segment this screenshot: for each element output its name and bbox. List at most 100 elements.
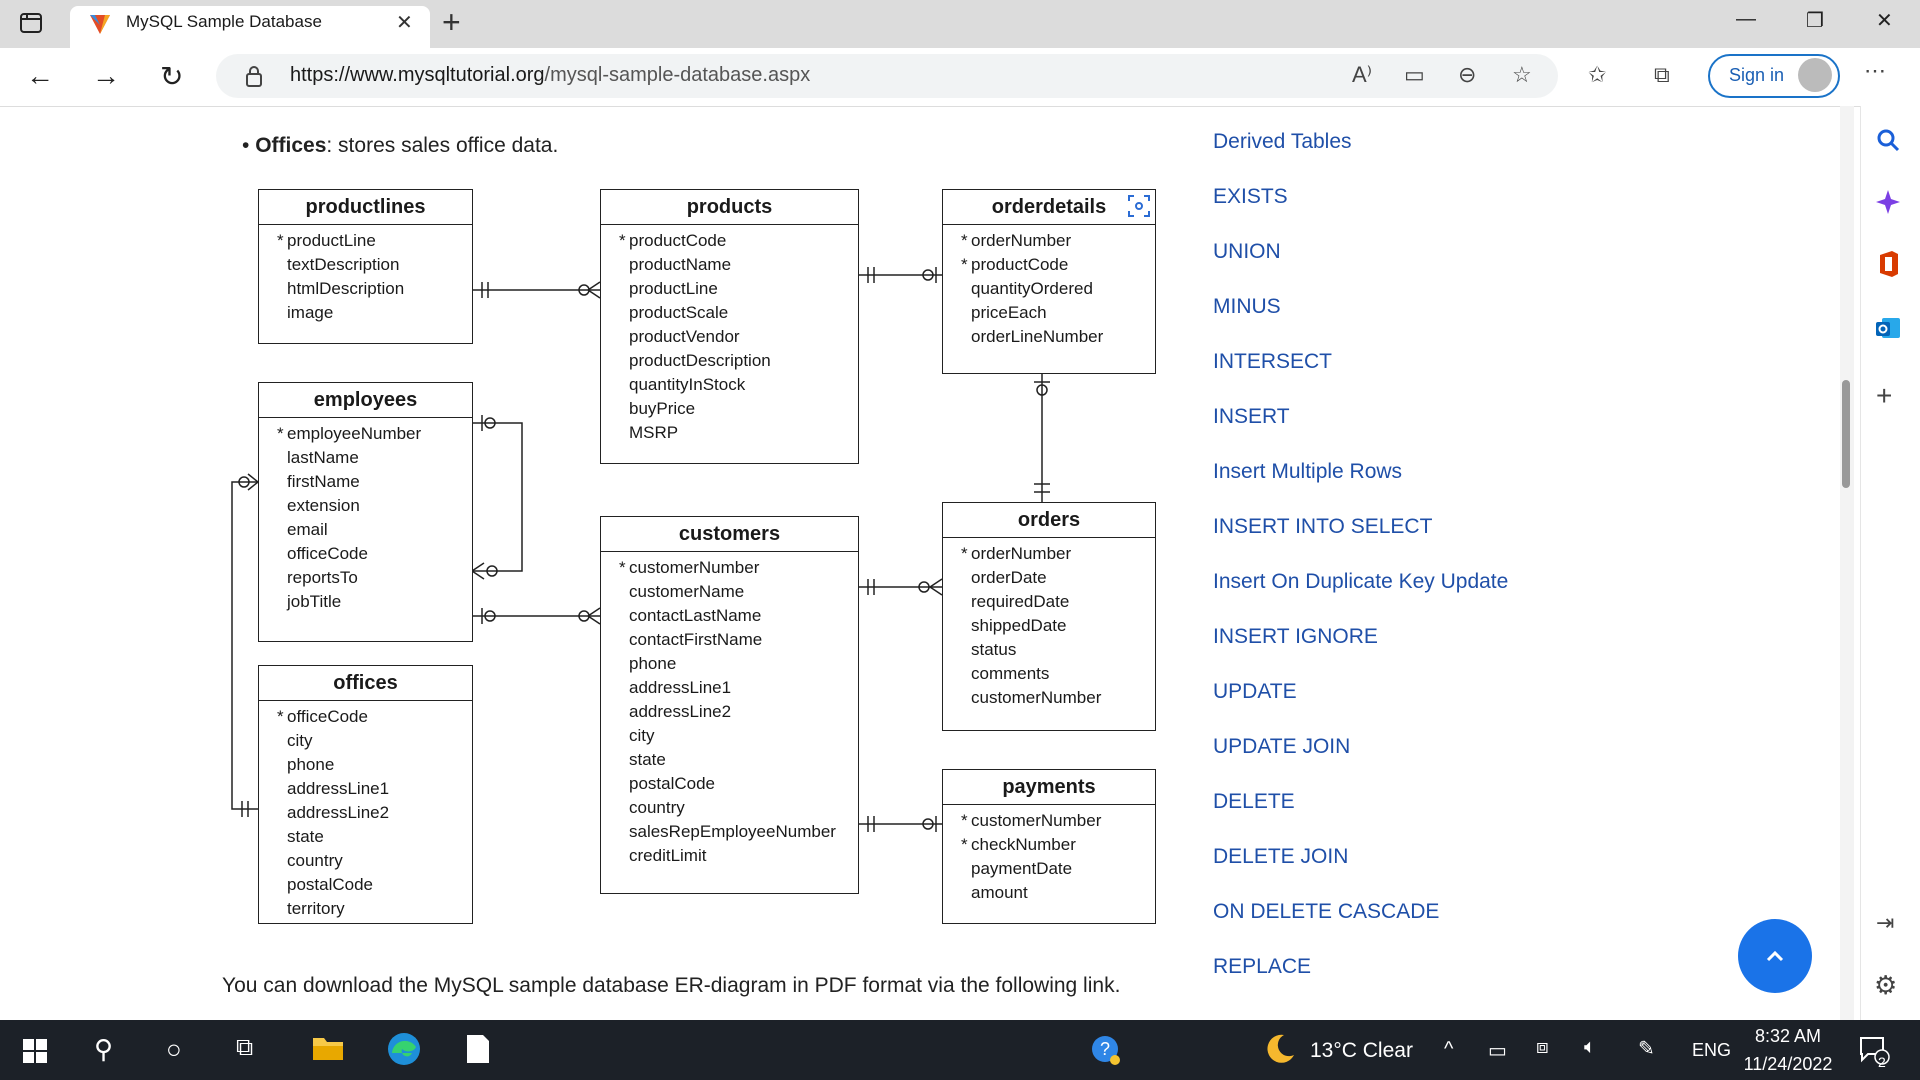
entity-field: reportsTo: [287, 568, 358, 587]
collections-icon[interactable]: ⧉: [1654, 62, 1670, 87]
entity-offices: offices officeCodecityphoneaddressLine1a…: [258, 665, 473, 924]
entity-field: image: [287, 303, 334, 322]
sign-in-button[interactable]: [1708, 54, 1840, 98]
sidebar-link[interactable]: EXISTS: [1213, 185, 1288, 208]
sign-in-label: Sign in: [1729, 65, 1785, 85]
entity-field: productVendor: [629, 327, 740, 346]
restore-icon[interactable]: ❐: [1806, 10, 1824, 32]
tab-actions-icon[interactable]: [18, 10, 50, 38]
notepad-icon[interactable]: [466, 1034, 490, 1069]
sidebar-link[interactable]: Derived Tables: [1213, 130, 1352, 153]
weather-moon-icon[interactable]: [1262, 1032, 1296, 1071]
avatar[interactable]: [1798, 58, 1832, 92]
entity-field: comments: [971, 664, 1050, 683]
cortana-icon[interactable]: ○: [166, 1034, 182, 1064]
file-explorer-icon[interactable]: [312, 1034, 344, 1067]
network-icon[interactable]: ⧈: [1536, 1036, 1549, 1058]
page-scrollbar[interactable]: [1840, 106, 1854, 1020]
entity-field: status: [971, 640, 1017, 659]
outlook-icon[interactable]: [1874, 314, 1902, 347]
entity-field: email: [287, 520, 328, 539]
hide-sidebar-icon[interactable]: ⇥: [1876, 910, 1895, 935]
forward-icon[interactable]: →: [92, 60, 120, 91]
minimize-icon[interactable]: —: [1736, 8, 1756, 30]
entity-field: productDescription: [629, 351, 771, 370]
entity-field: territory: [287, 899, 345, 918]
edge-sidebar: [1860, 106, 1920, 1020]
entity-orders: orders orderNumberorderDaterequiredDates…: [942, 502, 1156, 731]
entity-field: officeCode: [287, 544, 368, 563]
url-path: /mysql-sample-database.aspx: [544, 64, 811, 86]
weather-text[interactable]: 13°C Clear: [1310, 1039, 1413, 1062]
entity-field: phone: [287, 755, 335, 774]
pen-icon[interactable]: ✎: [1638, 1038, 1655, 1060]
entity-field: employeeNumber: [259, 422, 472, 446]
sidebar-link[interactable]: MINUS: [1213, 295, 1281, 318]
zoom-out-icon[interactable]: ⊖: [1458, 62, 1477, 87]
sidebar-link[interactable]: DELETE: [1213, 790, 1295, 813]
sidebar-link[interactable]: INSERT: [1213, 405, 1290, 428]
edge-taskbar-icon[interactable]: [386, 1031, 422, 1072]
back-icon[interactable]: ←: [26, 60, 54, 91]
tab-close-icon[interactable]: ✕: [396, 12, 413, 34]
entity-field: quantityOrdered: [971, 279, 1093, 298]
entity-field: contactFirstName: [629, 630, 763, 649]
download-paragraph: You can download the MySQL sample databa…: [222, 974, 1121, 997]
copilot-sparkle-icon[interactable]: [1874, 188, 1902, 221]
sidebar-link[interactable]: INSERT INTO SELECT: [1213, 515, 1433, 538]
volume-icon[interactable]: 🔈︎: [1584, 1036, 1596, 1058]
url-text[interactable]: https://www.mysqltutorial.org/mysql-samp…: [290, 64, 810, 87]
sidebar-link[interactable]: DELETE JOIN: [1213, 845, 1349, 868]
mysqltutorial-favicon-icon: [88, 12, 112, 36]
help-icon[interactable]: ?: [1090, 1034, 1122, 1071]
clock-time[interactable]: 8:32 AM: [1754, 1026, 1822, 1046]
refresh-icon[interactable]: ↻: [160, 61, 184, 92]
search-icon[interactable]: [1874, 126, 1902, 159]
sidebar-link[interactable]: INTERSECT: [1213, 350, 1333, 373]
entity-field: salesRepEmployeeNumber: [629, 822, 836, 841]
battery-icon[interactable]: ▭: [1488, 1040, 1507, 1062]
visual-search-icon[interactable]: [1127, 194, 1151, 223]
scrollbar-thumb[interactable]: [1842, 380, 1850, 488]
entity-fields: officeCodecityphoneaddressLine1addressLi…: [259, 701, 472, 921]
sidebar-link[interactable]: UNION: [1213, 240, 1281, 263]
notifications-icon[interactable]: [1858, 1034, 1890, 1071]
add-sidebar-app-icon[interactable]: +: [1876, 380, 1893, 411]
windows-start-icon[interactable]: [22, 1038, 48, 1069]
add-favorite-icon[interactable]: ☆: [1512, 62, 1532, 87]
sidebar-link[interactable]: ON DELETE CASCADE: [1213, 900, 1440, 923]
close-window-icon[interactable]: ✕: [1876, 10, 1893, 32]
read-aloud-icon[interactable]: A⁾: [1352, 62, 1373, 87]
office-icon[interactable]: [1876, 250, 1900, 283]
sidebar-link[interactable]: REPLACE: [1213, 955, 1312, 978]
entity-field: country: [287, 851, 343, 870]
show-hidden-icons-icon[interactable]: ^: [1444, 1038, 1454, 1060]
entity-title: orders: [943, 503, 1155, 538]
clock-date[interactable]: 11/24/2022: [1743, 1054, 1833, 1074]
entity-orderdetails: orderdetails orderNumberproductCodequant…: [942, 189, 1156, 374]
entity-field: addressLine2: [629, 702, 732, 721]
sidebar-link[interactable]: Insert On Duplicate Key Update: [1213, 570, 1509, 593]
immersive-reader-icon[interactable]: ▭: [1404, 62, 1425, 87]
offices-description: • Offices: stores sales office data.: [242, 134, 559, 157]
entity-products: products productCodeproductNameproductLi…: [600, 189, 859, 464]
entity-title: orderdetails: [943, 190, 1155, 225]
sidebar-link[interactable]: UPDATE: [1213, 680, 1297, 703]
tab-active[interactable]: [70, 6, 430, 48]
favorites-icon[interactable]: ✩: [1588, 62, 1607, 87]
sidebar-link[interactable]: UPDATE JOIN: [1213, 735, 1351, 758]
scroll-to-top-button[interactable]: [1738, 919, 1812, 993]
language-indicator[interactable]: ENG: [1692, 1040, 1732, 1060]
sidebar-link[interactable]: Insert Multiple Rows: [1213, 460, 1403, 483]
taskbar-search-icon[interactable]: ⚲: [94, 1034, 114, 1064]
new-tab-icon[interactable]: +: [442, 4, 461, 40]
task-view-icon[interactable]: ⧉: [236, 1034, 254, 1061]
more-options-icon[interactable]: ⋯: [1864, 58, 1886, 83]
address-bar[interactable]: [216, 54, 1558, 98]
entity-field: state: [629, 750, 666, 769]
settings-gear-icon[interactable]: ⚙: [1874, 970, 1898, 1000]
lock-icon[interactable]: [244, 64, 264, 93]
entity-fields: customerNumbercustomerNamecontactLastNam…: [601, 552, 858, 868]
sidebar-link[interactable]: INSERT IGNORE: [1213, 625, 1378, 648]
bullet-text: : stores sales office data.: [326, 134, 559, 157]
